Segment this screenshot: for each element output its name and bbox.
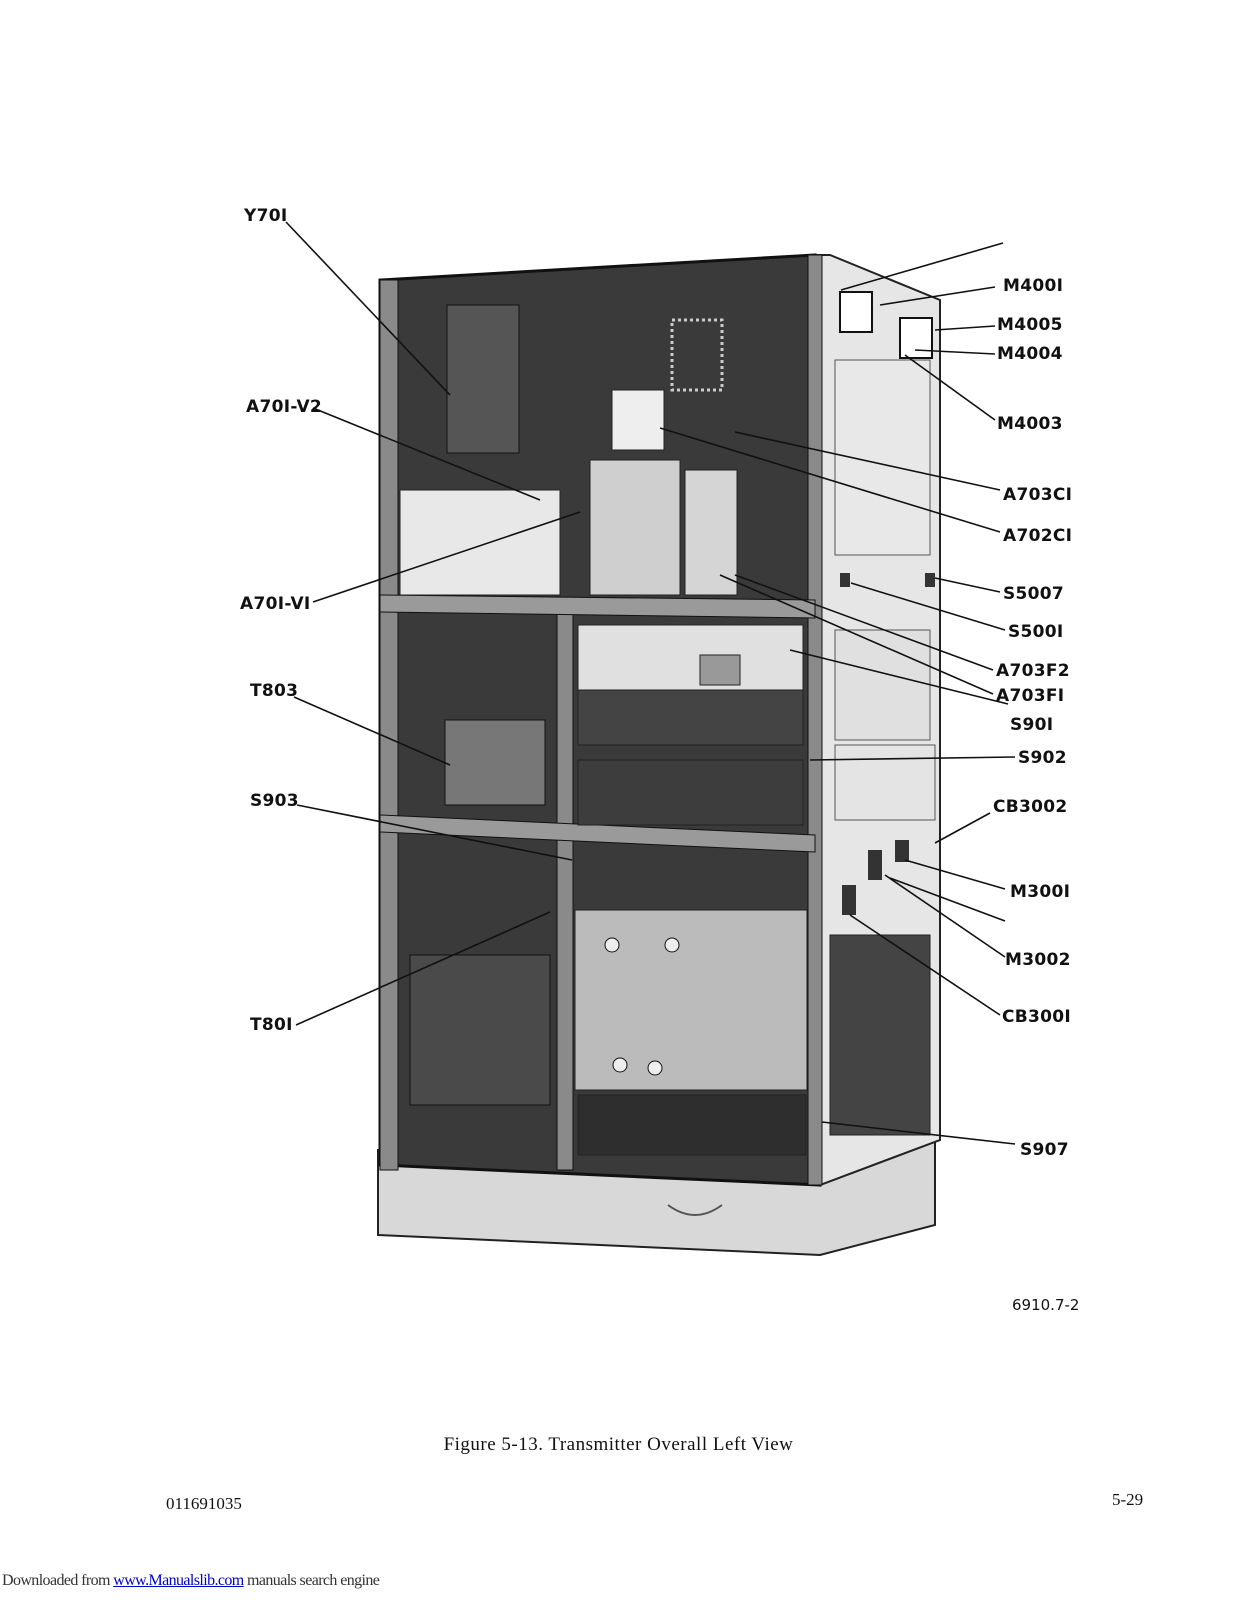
capacitor-cylinder (684, 469, 738, 596)
shelf-upper (379, 594, 816, 619)
coil (670, 318, 724, 392)
lower-front-panel (574, 909, 808, 1091)
footer-prefix: Downloaded from (2, 1572, 114, 1589)
callout-a702c1: A702CI (1003, 526, 1073, 546)
figure-id: 6910.7-2 (1012, 1296, 1080, 1314)
callout-s907: S907 (1020, 1140, 1069, 1160)
figure-caption: Figure 5-13. Transmitter Overall Left Vi… (443, 1434, 794, 1455)
callout-a703c1: A703CI (1003, 485, 1073, 505)
document-number: 011691035 (166, 1494, 242, 1513)
t803-transformer (444, 719, 546, 806)
middle-panel-upper (577, 624, 804, 691)
callout-m4001: M400I (1003, 276, 1064, 296)
frame-center-post (556, 604, 574, 1171)
callout-cb3001: CB300I (1002, 1007, 1072, 1027)
switch-s5001 (840, 573, 850, 587)
tube-housing (589, 459, 681, 596)
download-footer: Downloaded from www.Manualslib.com manua… (2, 1572, 380, 1590)
side-lower-bay (829, 934, 931, 1136)
callout-m4005: M4005 (997, 315, 1063, 335)
leader-lines (285, 221, 1016, 1145)
callout-a703f2: A703F2 (996, 661, 1070, 681)
callout-s5001: S500I (1008, 622, 1064, 642)
meter-m4001 (839, 291, 873, 333)
upper-box (399, 489, 561, 596)
callout-s903: S903 (250, 791, 299, 811)
middle-panel-vent (699, 654, 741, 686)
callout-s5007: S5007 (1003, 584, 1065, 604)
callout-a701-v1: A70I-VI (240, 594, 311, 614)
callout-y701: Y70I (244, 206, 288, 226)
page-number: 5-29 (1112, 1490, 1144, 1509)
callout-m4003: M4003 (997, 414, 1063, 434)
shelf-lower (379, 814, 816, 853)
callout-cb3002: CB3002 (993, 797, 1068, 817)
meter-m3001 (868, 850, 882, 880)
base-handle (667, 1204, 723, 1216)
side-door-middle (834, 629, 931, 741)
side-door-lower (834, 744, 936, 821)
manualslib-link[interactable]: www.Manualslib.com (113, 1572, 244, 1589)
footer-suffix: manuals search engine (243, 1572, 380, 1589)
callout-t803: T803 (250, 681, 299, 701)
callout-a703f1: A703FI (996, 686, 1065, 706)
middle-drawer-2 (577, 759, 804, 826)
switch-s5007 (925, 573, 935, 587)
middle-drawer-1 (577, 689, 804, 746)
callout-m4004: M4004 (997, 344, 1063, 364)
y701-cylinder (446, 304, 520, 454)
lower-bottom-drawer (577, 1094, 807, 1156)
callout-m3002: M3002 (1005, 950, 1071, 970)
callout-s902: S902 (1018, 748, 1067, 768)
frame-right-post (807, 254, 823, 1186)
breaker-cb3002 (895, 840, 909, 862)
breaker-cb3001 (842, 885, 856, 915)
frame-left-post (379, 279, 399, 1171)
meter-m4005 (899, 317, 933, 359)
callout-m3001: M300I (1010, 882, 1071, 902)
t801-transformer (409, 954, 551, 1106)
callout-s901: S90I (1010, 715, 1054, 735)
tube-top (611, 389, 665, 451)
callout-t801: T80I (250, 1015, 293, 1035)
callout-a701-v2: A70I-V2 (246, 397, 323, 417)
